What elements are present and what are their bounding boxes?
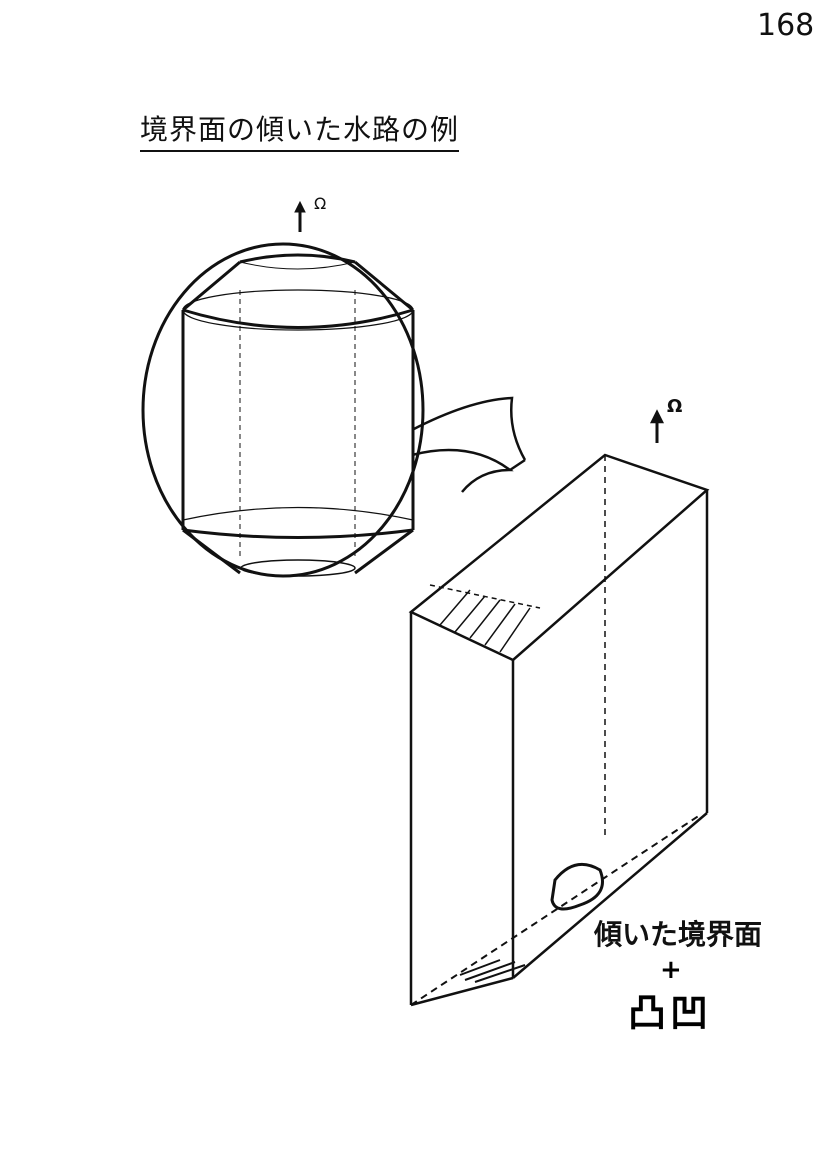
omega-label-box: Ω [667,396,683,417]
inclined-boundary-line [410,814,701,1006]
bumps-label: 凸凹 [628,991,713,1035]
page-number: 168 [757,8,815,43]
flow-arrows [439,589,531,653]
cylinder-magnified-view [141,200,425,578]
inclined-channel-box [408,409,710,1007]
magnifier-circle [141,242,425,578]
hatched-bottom [459,959,526,983]
page-title: 境界面の傾いた水路の例 [140,108,460,152]
bump-shape [550,862,604,911]
plus-label: + [660,955,682,985]
curved-arrow-icon [411,396,527,493]
inclined-boundary-label: 傾いた境界面 [594,918,763,951]
omega-label: Ω [314,194,327,213]
